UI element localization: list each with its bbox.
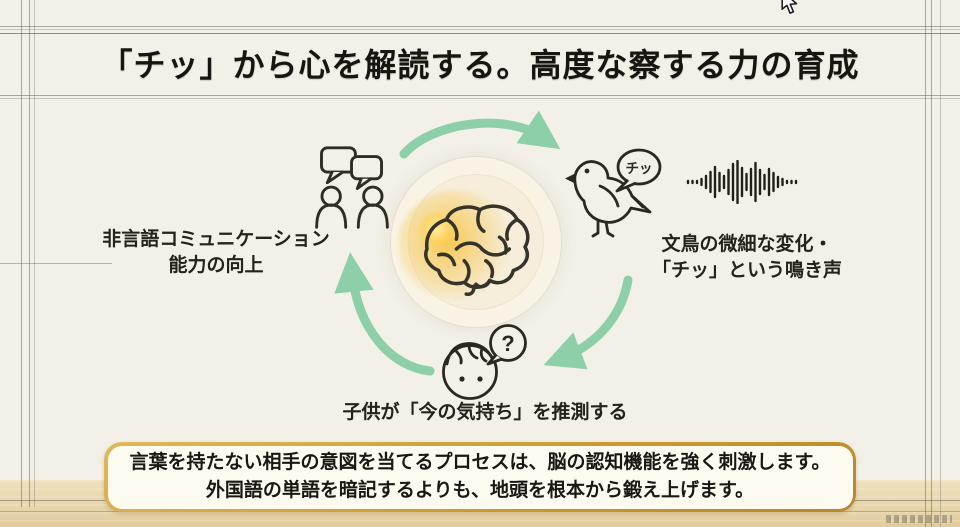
bird-icon: チッ — [565, 148, 662, 238]
brain-icon — [424, 204, 530, 296]
callout-box: 言葉を持たない相手の意図を当てるプロセスは、脳の認知機能を強く刺激します。 外国… — [104, 442, 856, 512]
soundwave-icon — [686, 160, 798, 204]
chirp-bubble: チッ — [615, 148, 662, 193]
label-nonverbal-communication: 非言語コミュニケーション 能力の向上 — [76, 227, 356, 279]
bird-beak — [565, 173, 576, 184]
frame-line — [29, 0, 30, 507]
arrow-right — [543, 275, 633, 370]
child-question-icon: ? — [442, 324, 527, 400]
callout-line: 外国語の単語を暗記するよりも、地頭を根本から鍛え上げます。 — [205, 480, 755, 501]
frame-line — [931, 0, 932, 527]
question-bubble-label: ? — [501, 331, 514, 356]
watermark — [886, 515, 952, 523]
question-bubble: ? — [486, 324, 527, 366]
chirp-bubble-label: チッ — [626, 161, 653, 176]
frame-line — [0, 28, 960, 30]
callout-text: 言葉を持たない相手の意図を当てるプロセスは、脳の認知機能を強く刺激します。 外国… — [107, 445, 853, 509]
page-title: 「チッ」から心を解読する。高度な察する力の育成 — [100, 47, 860, 83]
frame-line — [0, 33, 960, 34]
frame-line — [0, 97, 960, 99]
arrow-left — [334, 252, 435, 376]
frame-line — [0, 26, 960, 27]
frame-line — [33, 0, 35, 507]
child-eye — [459, 376, 465, 382]
bird-eye — [584, 168, 590, 174]
label-line: 「チッ」という鳴き声 — [651, 260, 842, 281]
arrow-top — [399, 110, 561, 159]
frame-line — [0, 95, 960, 96]
label-line: 文鳥の微細な変化・ — [661, 234, 833, 255]
people-conversation-icon — [315, 146, 389, 229]
label-line: 非言語コミュニケーション — [102, 229, 330, 250]
label-child-guess: 子供が「今の気持ち」を推測する — [342, 402, 628, 423]
frame-line — [21, 0, 22, 507]
frame-line — [925, 0, 926, 527]
child-eye — [477, 376, 483, 382]
callout-line: 言葉を持たない相手の意図を当てるプロセスは、脳の認知機能を強く刺激します。 — [129, 452, 831, 473]
frame-line — [0, 263, 112, 264]
frame-line — [940, 0, 941, 527]
label-line: 能力の向上 — [168, 255, 264, 276]
label-bird-signals: 文鳥の微細な変化・ 「チッ」という鳴き声 — [628, 232, 866, 284]
mouse-cursor-icon — [781, 0, 798, 14]
